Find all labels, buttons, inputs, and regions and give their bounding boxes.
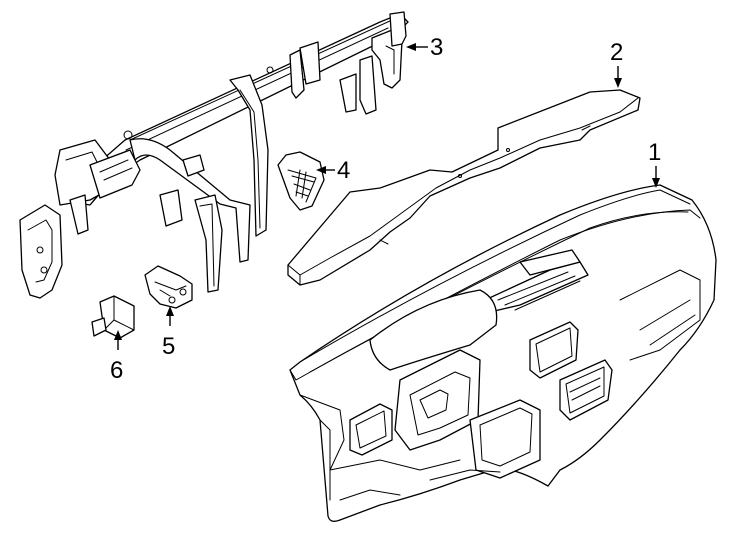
callout-5-label: 5 — [162, 333, 175, 360]
cross-car-beam[interactable] — [19, 13, 409, 299]
connector-part-5[interactable] — [144, 265, 193, 309]
duct-part-4[interactable] — [277, 151, 325, 211]
module-part-6[interactable] — [91, 295, 135, 339]
callout-4: 4 — [316, 157, 350, 184]
insulator-pad-part-2[interactable] — [287, 89, 641, 286]
callout-5: 5 — [162, 306, 175, 360]
callout-1-label: 1 — [648, 139, 661, 166]
callout-6: 6 — [110, 330, 123, 384]
callout-2-label: 2 — [610, 39, 623, 66]
callout-2: 2 — [610, 39, 623, 88]
bracket-part-3[interactable] — [389, 11, 407, 47]
callout-6-label: 6 — [110, 357, 123, 384]
callout-3-label: 3 — [430, 34, 443, 61]
callout-3: 3 — [406, 34, 443, 61]
callout-4-label: 4 — [337, 157, 350, 184]
instrument-panel-part-1[interactable] — [289, 184, 717, 522]
callout-1: 1 — [648, 139, 661, 188]
